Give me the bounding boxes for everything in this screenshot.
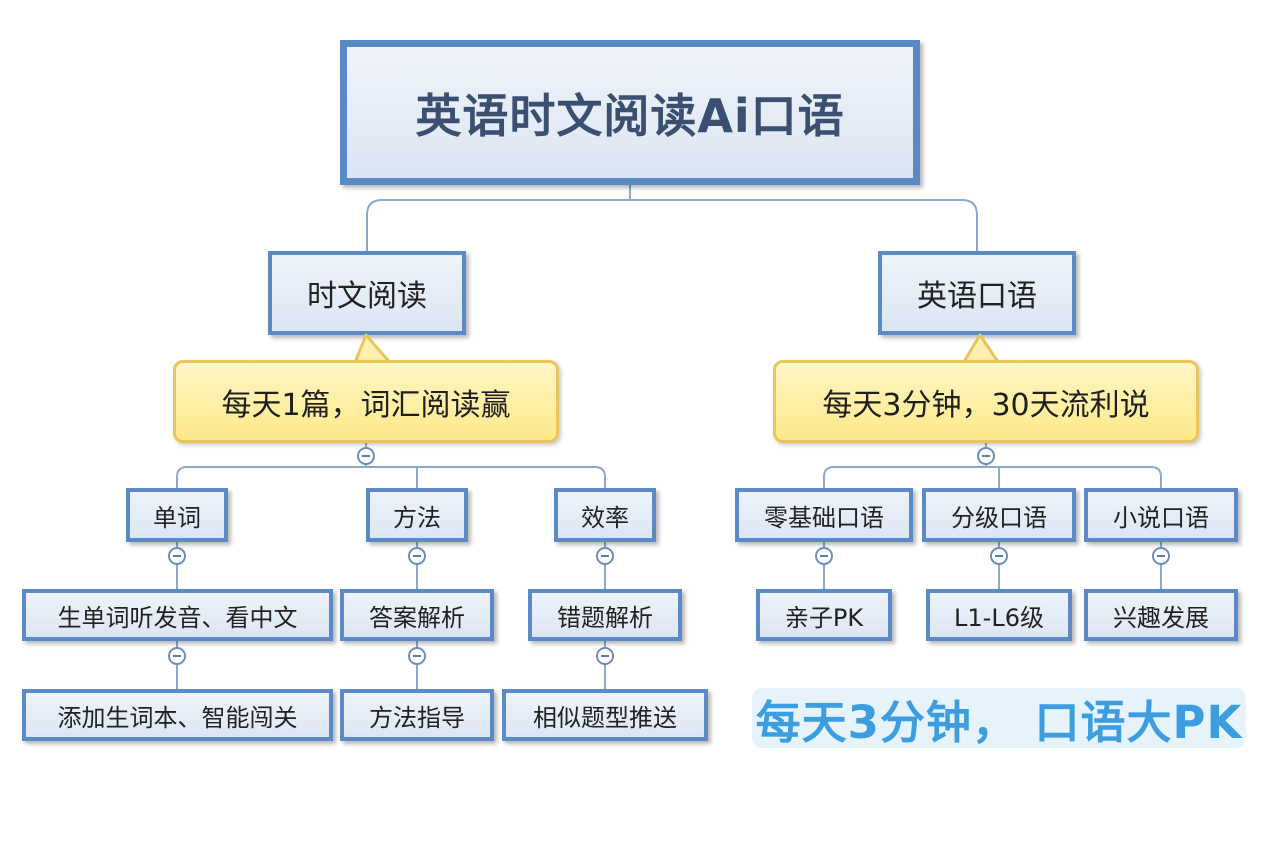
leaf-interest-node[interactable]: 兴趣发展 bbox=[1084, 589, 1238, 641]
branch-speaking-node[interactable]: 英语口语 bbox=[878, 251, 1076, 335]
category-novel-speaking-node[interactable]: 小说口语 bbox=[1084, 488, 1238, 542]
collapse-minus-icon[interactable] bbox=[596, 647, 614, 665]
leaf-word-pronunciation-node[interactable]: 生单词听发音、看中文 bbox=[22, 589, 333, 641]
collapse-minus-icon[interactable] bbox=[1152, 547, 1170, 565]
collapse-minus-icon[interactable] bbox=[977, 447, 995, 465]
category-words-label: 单词 bbox=[153, 503, 201, 532]
slogan-banner: 每天3分钟， 口语大PK bbox=[752, 688, 1246, 749]
leaf-levels-label: L1-L6级 bbox=[954, 603, 1044, 632]
leaf-method-guide-node[interactable]: 方法指导 bbox=[340, 689, 494, 741]
leaf-parent-child-pk-node[interactable]: 亲子PK bbox=[756, 589, 892, 641]
category-method-label: 方法 bbox=[393, 503, 441, 532]
branch-speaking-label: 英语口语 bbox=[917, 279, 1037, 314]
leaf-word-pronunciation-label: 生单词听发音、看中文 bbox=[57, 603, 298, 632]
callout-speaking: 每天3分钟，30天流利说 bbox=[773, 360, 1199, 443]
category-efficiency-node[interactable]: 效率 bbox=[554, 488, 656, 542]
slogan-text: 每天3分钟， 口语大PK bbox=[755, 695, 1243, 749]
category-beginner-speaking-node[interactable]: 零基础口语 bbox=[735, 488, 913, 542]
leaf-similar-questions-label: 相似题型推送 bbox=[533, 703, 677, 732]
leaf-levels-node[interactable]: L1-L6级 bbox=[926, 589, 1072, 641]
callout-speaking-text: 每天3分钟，30天流利说 bbox=[822, 387, 1150, 423]
leaf-interest-label: 兴趣发展 bbox=[1113, 603, 1209, 632]
collapse-minus-icon[interactable] bbox=[408, 547, 426, 565]
leaf-vocab-book-label: 添加生词本、智能闯关 bbox=[57, 703, 298, 732]
collapse-minus-icon[interactable] bbox=[357, 447, 375, 465]
category-novel-speaking-label: 小说口语 bbox=[1113, 503, 1209, 532]
leaf-mistake-analysis-label: 错题解析 bbox=[557, 603, 653, 632]
collapse-minus-icon[interactable] bbox=[408, 647, 426, 665]
leaf-vocab-book-node[interactable]: 添加生词本、智能闯关 bbox=[22, 689, 333, 741]
category-words-node[interactable]: 单词 bbox=[126, 488, 228, 542]
branch-reading-node[interactable]: 时文阅读 bbox=[268, 251, 466, 335]
category-graded-speaking-node[interactable]: 分级口语 bbox=[922, 488, 1076, 542]
leaf-mistake-analysis-node[interactable]: 错题解析 bbox=[528, 589, 682, 641]
leaf-answer-analysis-label: 答案解析 bbox=[369, 603, 465, 632]
leaf-answer-analysis-node[interactable]: 答案解析 bbox=[340, 589, 494, 641]
callout-reading-text: 每天1篇，词汇阅读赢 bbox=[221, 387, 511, 423]
collapse-minus-icon[interactable] bbox=[168, 647, 186, 665]
collapse-minus-icon[interactable] bbox=[990, 547, 1008, 565]
leaf-method-guide-label: 方法指导 bbox=[369, 703, 465, 732]
category-graded-speaking-label: 分级口语 bbox=[951, 503, 1047, 532]
category-beginner-speaking-label: 零基础口语 bbox=[764, 503, 884, 532]
callout-reading: 每天1篇，词汇阅读赢 bbox=[173, 360, 559, 443]
branch-reading-label: 时文阅读 bbox=[307, 279, 427, 314]
category-method-node[interactable]: 方法 bbox=[366, 488, 468, 542]
root-node[interactable]: 英语时文阅读Ai口语 bbox=[340, 40, 920, 185]
collapse-minus-icon[interactable] bbox=[815, 547, 833, 565]
category-efficiency-label: 效率 bbox=[581, 503, 629, 532]
collapse-minus-icon[interactable] bbox=[596, 547, 614, 565]
collapse-minus-icon[interactable] bbox=[168, 547, 186, 565]
root-title: 英语时文阅读Ai口语 bbox=[415, 88, 845, 143]
leaf-parent-child-pk-label: 亲子PK bbox=[784, 603, 864, 632]
leaf-similar-questions-node[interactable]: 相似题型推送 bbox=[502, 689, 708, 741]
